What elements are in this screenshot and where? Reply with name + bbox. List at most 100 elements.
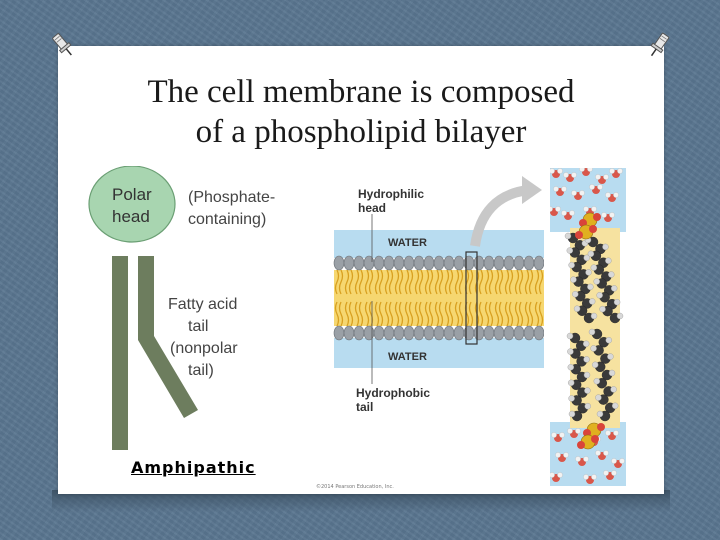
fatty-acid-label-2: tail <box>188 318 208 335</box>
tail-line <box>518 269 524 295</box>
arrow-head-icon <box>522 176 542 204</box>
tail-line <box>388 269 394 295</box>
tail-line <box>418 269 424 295</box>
hydrogen-atom <box>608 369 616 377</box>
hydrogen-atom <box>579 168 585 172</box>
hydrogen-atom <box>571 190 577 196</box>
hydrogen-atom <box>610 386 617 393</box>
head-bead <box>483 325 495 341</box>
oxygen-atom <box>577 441 585 449</box>
head-bead <box>533 325 544 341</box>
tail-line <box>394 301 400 327</box>
hydrogen-atom <box>572 290 579 298</box>
copyright-note: ©2014 Pearson Education, Inc. <box>316 484 394 490</box>
hydrogen-atom <box>568 379 575 387</box>
polar-head-label-2: head <box>112 207 150 226</box>
tail-line <box>494 269 500 295</box>
head-bead <box>493 325 505 341</box>
tail-line <box>528 269 534 295</box>
hydrogen-atom <box>596 410 604 418</box>
hydrogen-atom <box>609 212 615 218</box>
tail-line <box>438 301 444 327</box>
hydrophilic-label-2: head <box>358 201 386 215</box>
hydrogen-atom <box>555 452 561 458</box>
tail-line <box>428 269 434 295</box>
phosphate-label-2: containing) <box>188 211 266 228</box>
head-bead <box>513 325 525 341</box>
tail-line <box>408 301 414 327</box>
tail-line <box>534 269 540 295</box>
hydrocarbon-chains <box>564 232 624 422</box>
tail-line <box>444 301 450 327</box>
hydrogen-atom <box>587 168 593 172</box>
head-bead <box>333 325 345 341</box>
hydrogen-atom <box>568 261 575 269</box>
hydrogen-atom <box>603 470 609 476</box>
hydrogen-atom <box>592 361 599 369</box>
tail-line <box>344 301 350 327</box>
hydrogen-atom <box>588 328 596 336</box>
tail-line <box>404 301 410 327</box>
polar-head-label-1: Polar <box>112 185 152 204</box>
head-bead <box>423 325 435 341</box>
tail-line <box>428 301 434 327</box>
tail-line <box>348 301 354 327</box>
hydrogen-atom <box>569 210 575 216</box>
hydrogen-atom <box>595 174 601 180</box>
tail-line <box>434 269 440 295</box>
hydrogen-atom <box>550 472 555 478</box>
phospholipid-diagram: Polar head (Phosphate- containing) Fatty… <box>88 166 292 450</box>
water-band-bottom <box>334 338 544 368</box>
hydrogen-atom <box>584 387 591 394</box>
tail-line <box>498 301 504 327</box>
hydrogen-atom <box>573 305 581 312</box>
hydrogen-atom <box>610 285 618 292</box>
hydrogen-atom <box>568 410 576 418</box>
hydrogen-atom <box>561 186 567 192</box>
head-bead <box>453 255 465 271</box>
hydrogen-atom <box>589 184 595 190</box>
tail-line <box>354 301 360 327</box>
hydrogen-atom <box>587 283 594 291</box>
tail-line <box>358 269 364 295</box>
hydrogen-atom <box>603 174 609 180</box>
hydrogen-atom <box>605 336 612 344</box>
tail-line <box>534 301 540 327</box>
slide-title: The cell membrane is composed of a phosp… <box>58 72 664 153</box>
hydrogen-atom <box>593 377 600 385</box>
hydrogen-atom <box>566 247 574 254</box>
hydrophobic-label-1: Hydrophobic <box>356 386 430 400</box>
tail-line <box>454 269 460 295</box>
hydrogen-atom <box>584 402 591 410</box>
head-bead <box>373 255 385 271</box>
hydrogen-atom <box>613 298 621 306</box>
tail-line <box>448 301 454 327</box>
fatty-acid-label-4: tail) <box>188 362 214 379</box>
hydrogen-atom <box>619 458 625 464</box>
polar-head <box>88 166 176 243</box>
head-bead <box>353 325 365 341</box>
tail-line <box>424 269 430 295</box>
tail-line <box>388 301 394 327</box>
tail-line <box>398 301 404 327</box>
hydrogen-atom <box>603 450 609 456</box>
tail-line <box>508 301 514 327</box>
tail-line <box>348 269 354 295</box>
hydrogen-atom <box>575 456 581 462</box>
hydrogen-atom <box>611 458 617 464</box>
head-bead <box>333 255 345 271</box>
hydrogen-atom <box>588 298 596 305</box>
hydrogen-atom <box>608 271 615 278</box>
hydrogen-atom <box>550 168 555 174</box>
hydrogen-atom <box>597 184 603 190</box>
hydrogen-atom <box>564 232 572 240</box>
head-bead <box>503 325 515 341</box>
hydrogen-atom <box>561 210 567 216</box>
water-band-top <box>334 230 544 258</box>
title-line-1: The cell membrane is composed <box>147 74 575 110</box>
fatty-acid-tail-bent <box>138 256 198 418</box>
head-bead <box>343 325 355 341</box>
tail-line <box>514 301 520 327</box>
head-bead <box>513 255 525 271</box>
hydrophilic-label-1: Hydrophilic <box>358 187 424 201</box>
